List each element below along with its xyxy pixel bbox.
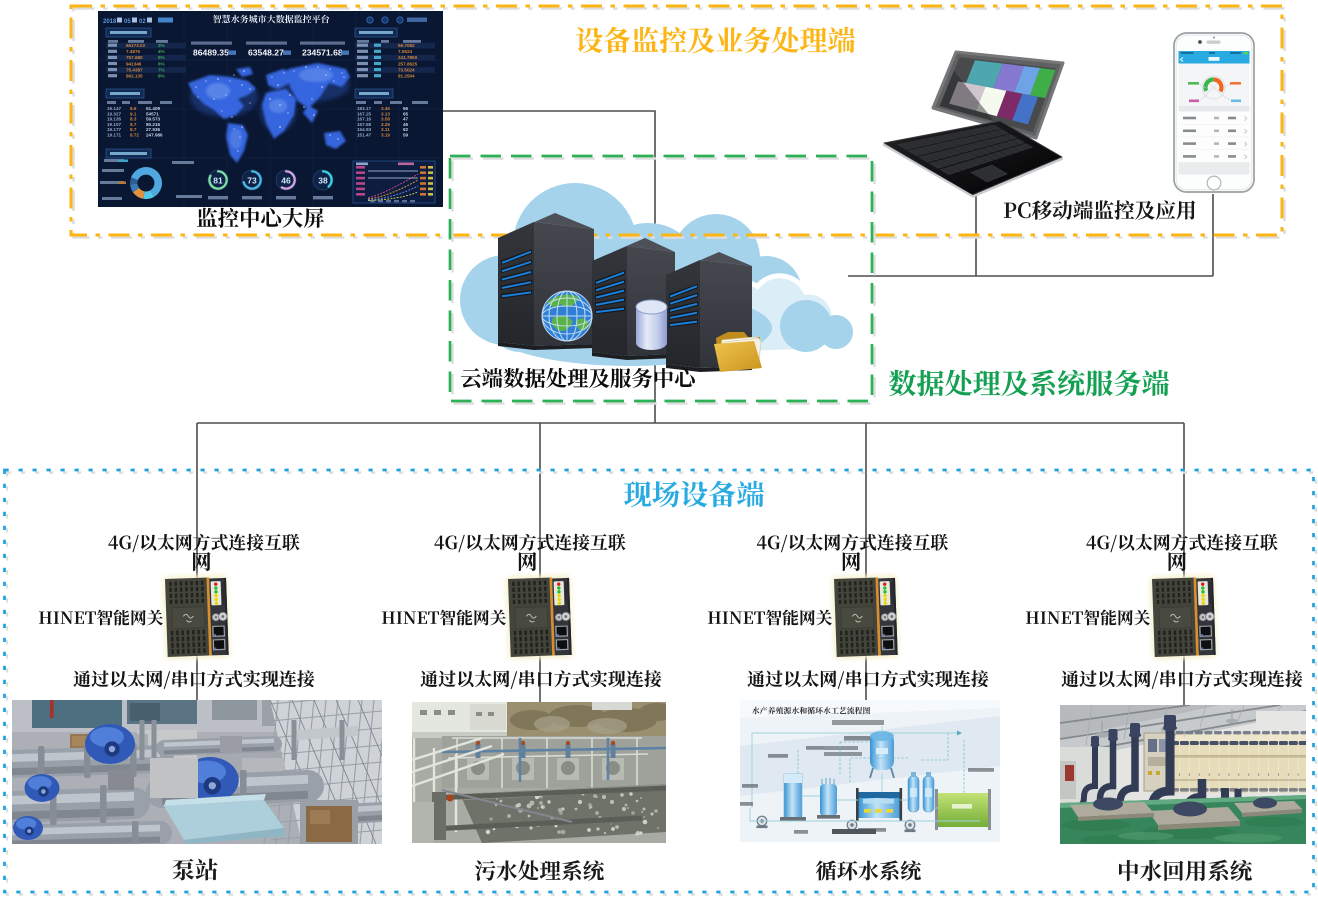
svg-text:6%: 6% [158, 61, 165, 66]
svg-text:46: 46 [403, 122, 409, 127]
svg-text:757.680: 757.680 [126, 55, 143, 60]
svg-text:241.7850: 241.7850 [398, 55, 418, 60]
svg-text:19.327: 19.327 [107, 111, 121, 116]
svg-text:19.107: 19.107 [107, 122, 121, 127]
svg-text:3.19: 3.19 [381, 133, 390, 138]
svg-text:151.47: 151.47 [357, 133, 371, 138]
svg-text:8.7: 8.7 [130, 127, 137, 132]
svg-text:3.45: 3.45 [381, 106, 390, 111]
svg-text:62: 62 [403, 127, 409, 132]
svg-text:27.936: 27.936 [146, 127, 160, 132]
svg-text:54571: 54571 [146, 111, 159, 116]
svg-text:3.11: 3.11 [381, 127, 390, 132]
svg-text:4%: 4% [158, 49, 165, 54]
svg-text:19.147: 19.147 [107, 106, 121, 111]
svg-text:2018: 2018 [103, 19, 117, 25]
svg-text:167.58: 167.58 [357, 122, 371, 127]
svg-text:19.171: 19.171 [107, 133, 121, 138]
svg-text:02: 02 [139, 19, 146, 25]
svg-text:80.216: 80.216 [146, 122, 160, 127]
svg-text:75.4387: 75.4387 [126, 67, 143, 72]
svg-text:46: 46 [281, 175, 291, 185]
svg-text:7%: 7% [158, 67, 165, 72]
svg-text:19.177: 19.177 [107, 127, 121, 132]
svg-text:3.13: 3.13 [381, 111, 390, 116]
svg-text:66173.02: 66173.02 [126, 43, 146, 48]
svg-text:59.573: 59.573 [146, 117, 160, 122]
svg-text:234571.68: 234571.68 [302, 48, 343, 58]
svg-text:38: 38 [318, 175, 328, 185]
svg-text:56: 56 [403, 106, 409, 111]
svg-text:63548.27: 63548.27 [248, 48, 284, 58]
svg-text:154.93: 154.93 [357, 127, 371, 132]
svg-text:247.986: 247.986 [146, 133, 163, 138]
svg-text:257.8625: 257.8625 [398, 61, 418, 66]
svg-text:167.16: 167.16 [357, 117, 371, 122]
svg-text:862.135: 862.135 [126, 74, 143, 79]
svg-text:7.5524: 7.5524 [398, 49, 412, 54]
svg-text:8%: 8% [158, 74, 165, 79]
svg-text:86489.35: 86489.35 [193, 48, 229, 58]
svg-text:3.58: 3.58 [381, 117, 390, 122]
svg-text:19.135: 19.135 [107, 117, 121, 122]
svg-text:91.2504: 91.2504 [398, 74, 415, 79]
svg-text:7.4876: 7.4876 [126, 49, 140, 54]
svg-text:56.7082: 56.7082 [398, 43, 415, 48]
svg-text:8.7: 8.7 [130, 122, 137, 127]
svg-text:9.1: 9.1 [130, 111, 137, 116]
svg-text:8.72: 8.72 [130, 133, 139, 138]
svg-text:59: 59 [403, 133, 409, 138]
svg-text:3.25: 3.25 [381, 122, 390, 127]
svg-text:81: 81 [213, 175, 223, 185]
svg-text:65: 65 [403, 111, 409, 116]
svg-text:941346: 941346 [126, 61, 142, 66]
svg-text:8.3: 8.3 [130, 117, 137, 122]
svg-text:3%: 3% [158, 43, 165, 48]
svg-text:73.5024: 73.5024 [398, 67, 415, 72]
svg-text:167.25: 167.25 [357, 111, 371, 116]
svg-text:47: 47 [403, 117, 409, 122]
svg-text:5%: 5% [158, 55, 165, 60]
svg-text:73: 73 [247, 175, 257, 185]
svg-text:05: 05 [124, 19, 131, 25]
svg-text:51.409: 51.409 [146, 106, 160, 111]
svg-text:183.17: 183.17 [357, 106, 371, 111]
svg-text:8.6: 8.6 [130, 106, 137, 111]
